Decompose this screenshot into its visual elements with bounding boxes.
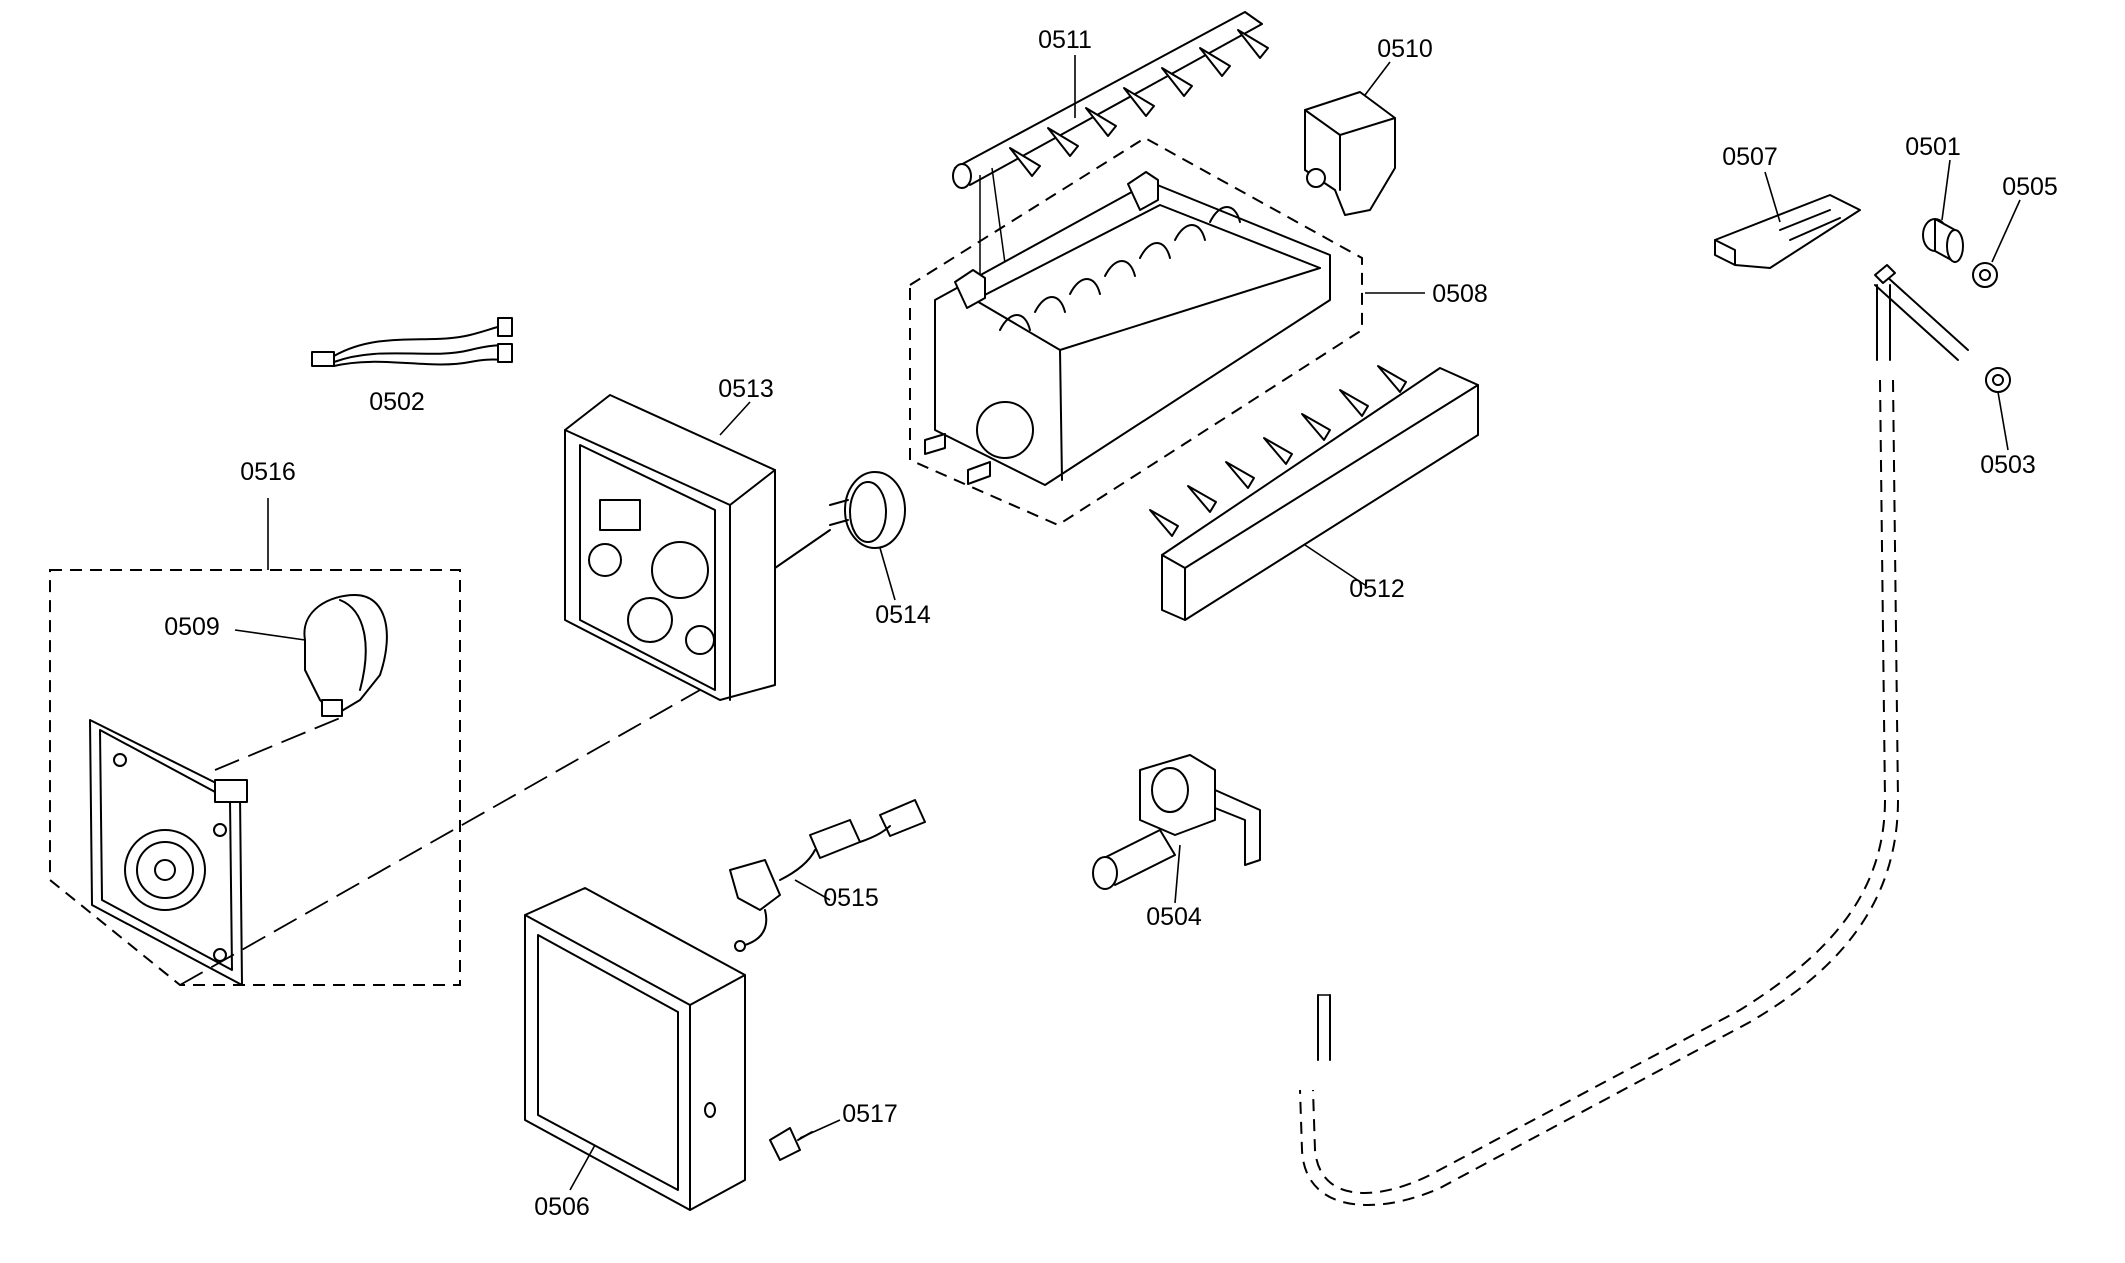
part-labels: 0511 0510 0507 0501 0505 0508 0502 0513 … [164,26,2058,1221]
part-0507-bracket [1714,194,1861,269]
part-0508-ice-mold [909,136,1363,527]
part-0516-module-plate [89,719,248,986]
leader-lines [234,55,2021,1191]
part-0505-washer [1972,262,1998,288]
label-0508: 0508 [1432,280,1488,308]
part-0514-thermostat [774,471,906,569]
part-0511-ejector-shaft [952,11,1269,330]
label-0506: 0506 [534,1193,590,1221]
part-0509-drive-motor [303,594,388,717]
label-0504: 0504 [1146,903,1202,931]
label-0512: 0512 [1349,575,1405,603]
part-0516-motor-module [49,569,461,986]
label-0517: 0517 [842,1100,898,1128]
alignment-line [179,689,701,986]
part-0502-wire-harness [311,317,513,367]
label-0511: 0511 [1038,26,1092,54]
part-0501-fitting [1922,218,1964,263]
alignment-line [214,717,341,771]
label-0513: 0513 [718,375,774,403]
label-0505: 0505 [2002,173,2058,201]
label-0503: 0503 [1980,451,2036,479]
part-0504-water-valve [1092,754,1261,890]
label-0509: 0509 [164,613,220,641]
label-0514: 0514 [875,601,931,629]
label-0510: 0510 [1377,35,1433,63]
label-0502: 0502 [369,388,425,416]
label-0507: 0507 [1722,143,1778,171]
part-0513-control-housing [564,394,776,701]
part-0517-screw [769,1127,813,1161]
part-0506-front-cover [524,887,746,1211]
part-0503-nut [1985,367,2011,393]
part-0512-stripper [1149,365,1479,621]
part-0510-fill-cup [1304,91,1396,216]
label-0501: 0501 [1905,133,1961,161]
label-0516: 0516 [240,458,296,486]
water-tube [1299,264,1969,1207]
label-0515: 0515 [823,884,879,912]
part-0515-sensor-harness [729,799,926,952]
